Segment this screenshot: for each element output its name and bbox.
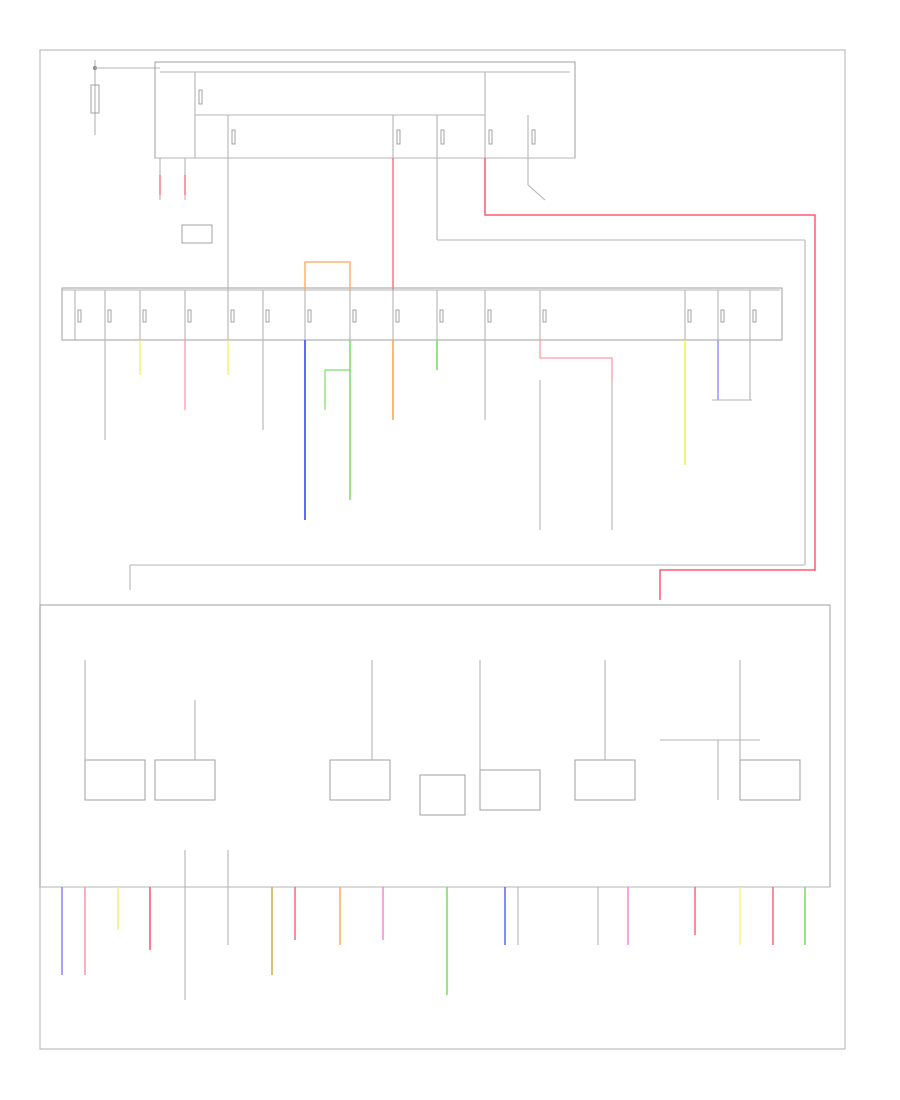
- middle-outputs: [104, 340, 752, 530]
- top-fuse-block: [154, 61, 576, 159]
- battery-feed: [90, 60, 160, 135]
- red-feed-right: [484, 158, 816, 600]
- diagram-frame: [39, 49, 846, 1050]
- middle-fuse-row: [61, 261, 783, 341]
- bottom-outputs: [61, 850, 806, 1000]
- ignition-switch-block: [159, 158, 213, 244]
- bottom-relays: [39, 604, 831, 888]
